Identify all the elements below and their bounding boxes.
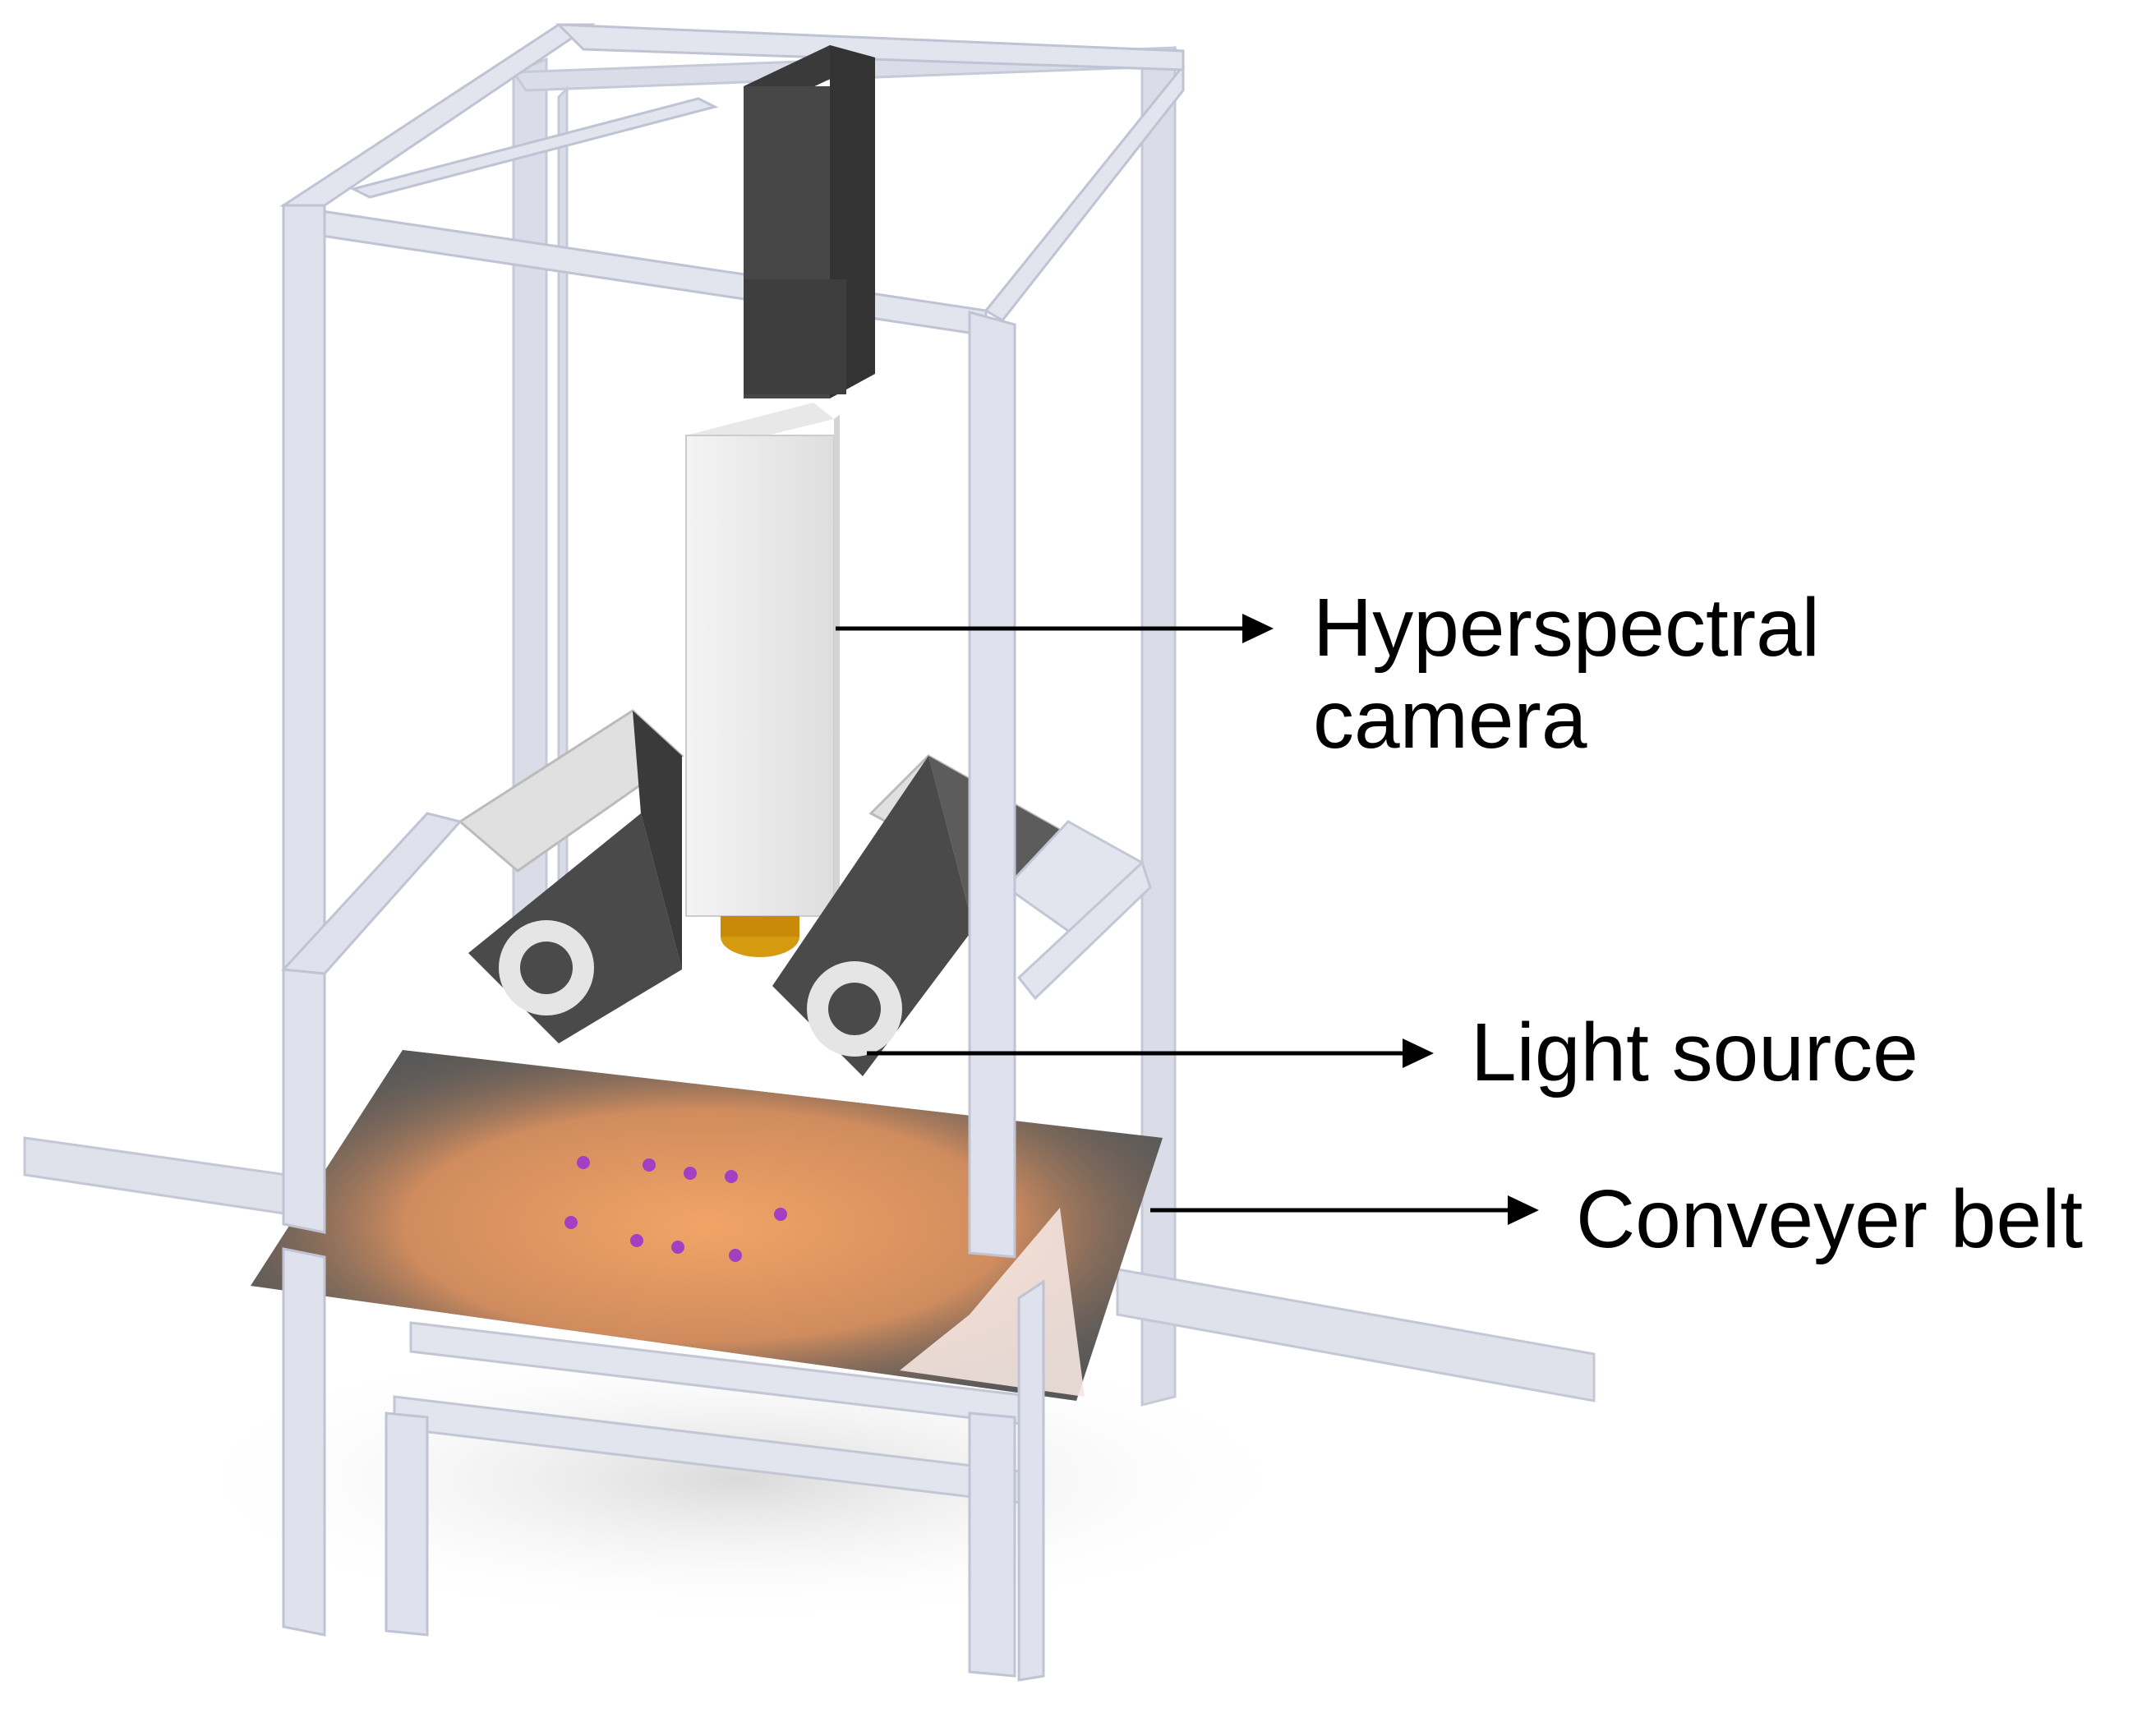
hyperspectral-camera — [685, 403, 840, 957]
callout-arrows — [836, 614, 1539, 1225]
camera-mount — [744, 45, 875, 398]
camera-label-line2: camera — [1313, 674, 1587, 766]
samples — [564, 1156, 787, 1262]
hyperspectral-camera-label: Hyperspectral camera — [1313, 582, 1820, 766]
light-arrowhead — [1403, 1038, 1434, 1068]
camera-label-line1: Hyperspectral — [1313, 582, 1820, 674]
frame-front — [280, 204, 1045, 1682]
conveyor-rails — [23, 1136, 1596, 1402]
light-source-label: Light source — [1471, 1006, 1919, 1098]
conveyor-belt — [251, 1050, 1163, 1401]
belt-arrowhead — [1508, 1195, 1539, 1225]
conveyer-belt-label: Conveyer belt — [1576, 1173, 2083, 1265]
light-source-left — [458, 709, 684, 1043]
frame-side-arms — [1004, 820, 1152, 1001]
camera-arrowhead — [1242, 614, 1274, 643]
